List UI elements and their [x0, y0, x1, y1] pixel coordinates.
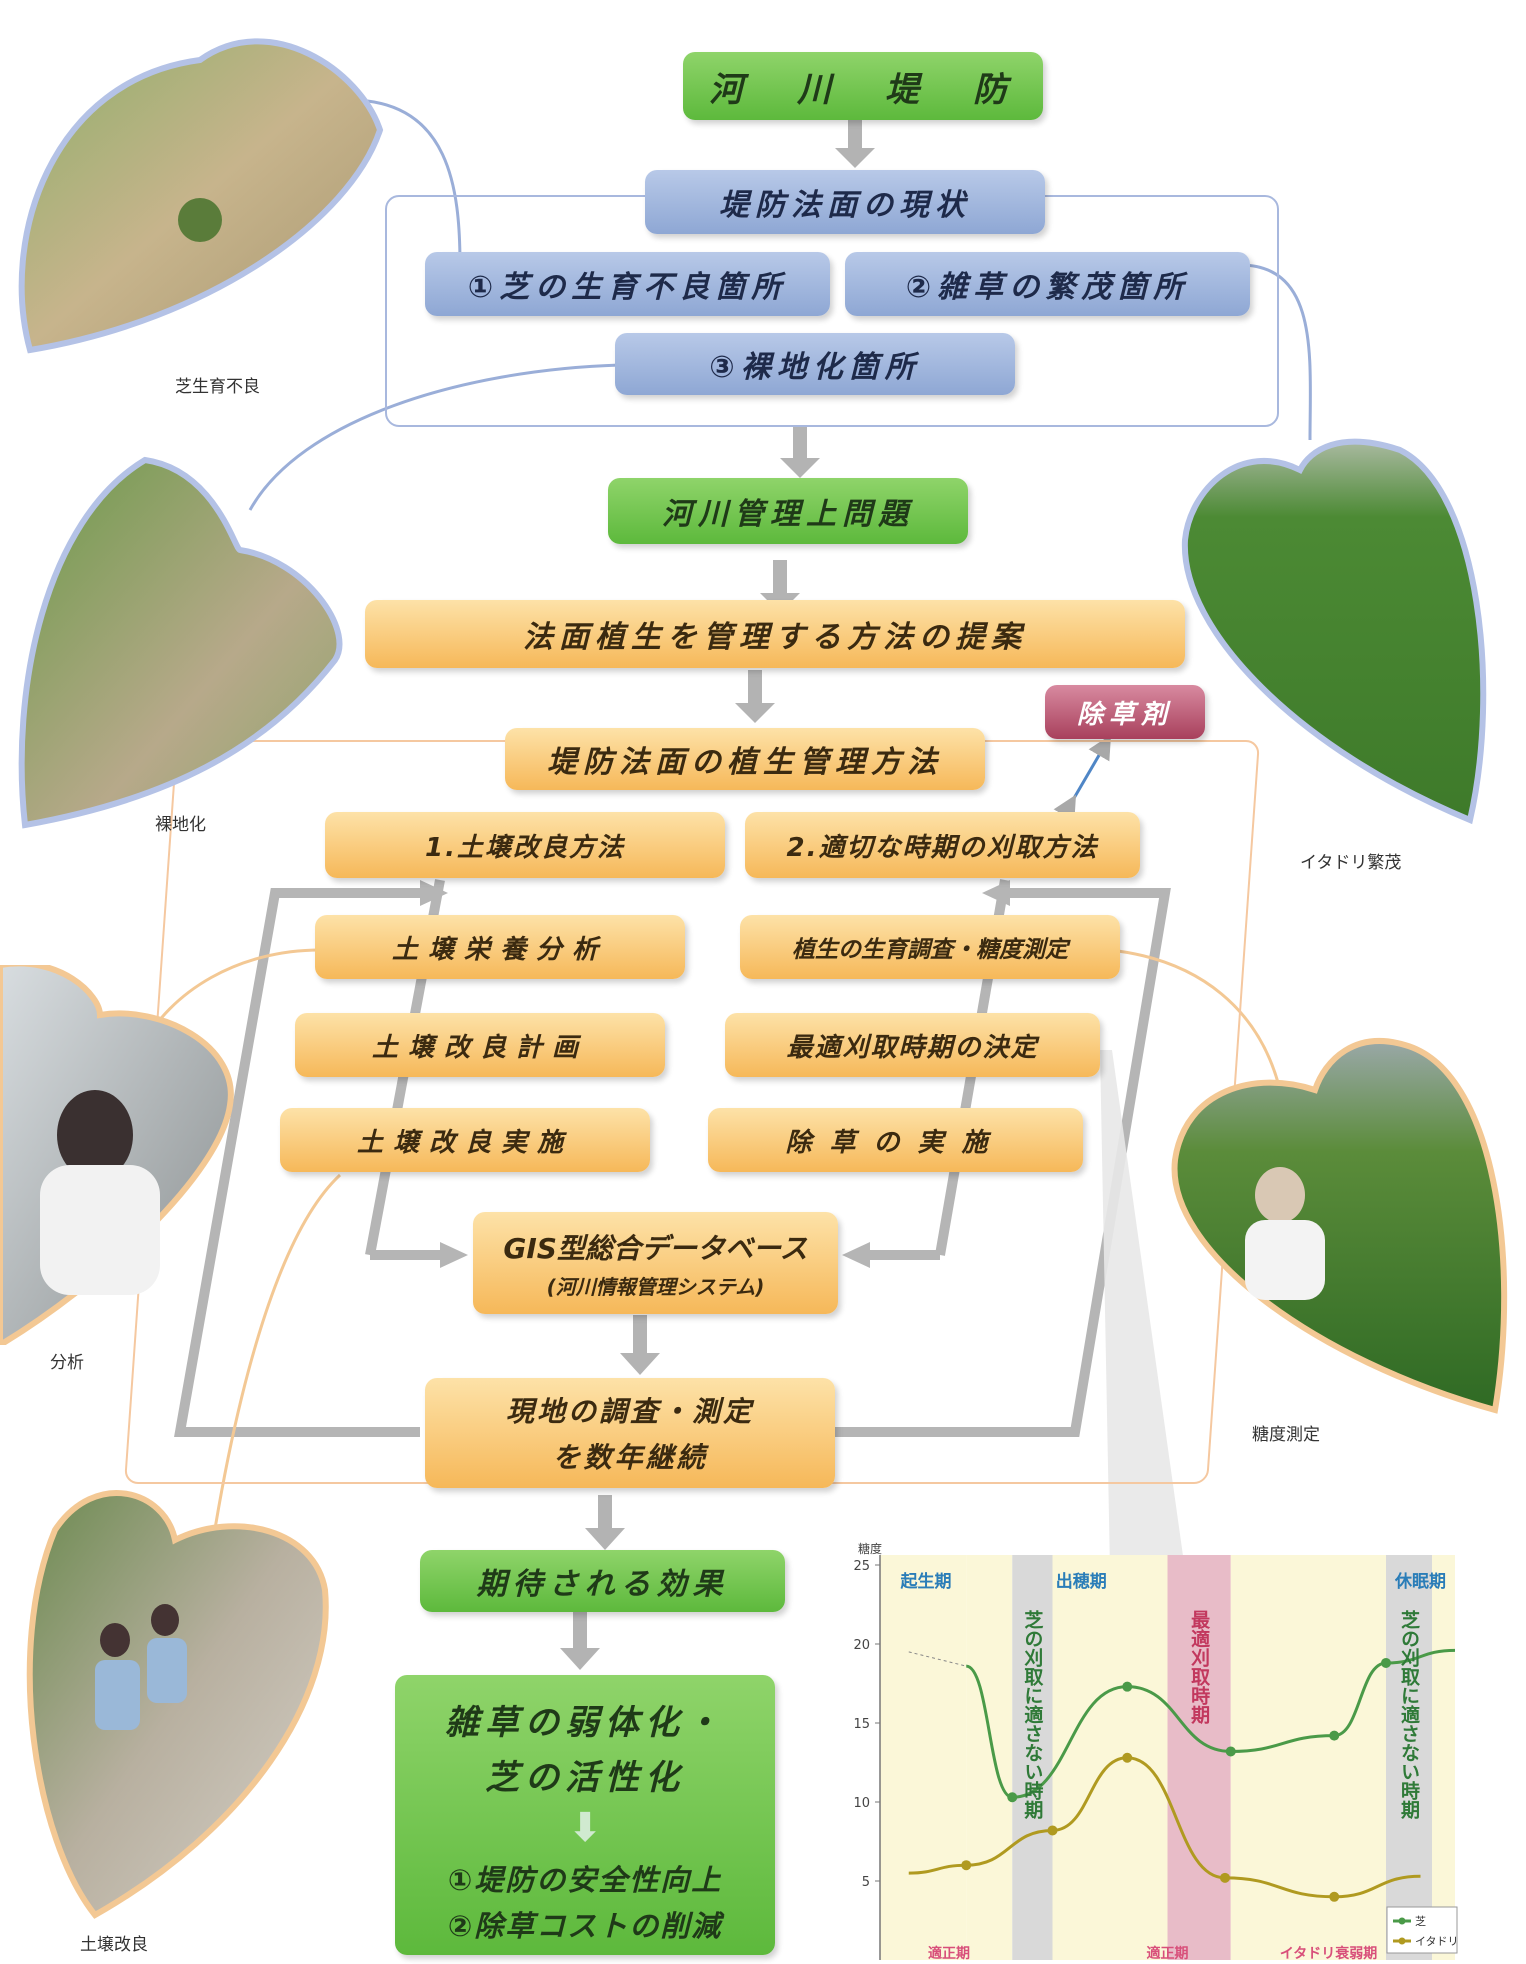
genchi-line2: を数年継続 [552, 1441, 708, 1474]
node-teian: 法面植生を管理する方法の提案 [365, 600, 1185, 668]
chart-period-label: 出穂期 [1056, 1571, 1107, 1592]
chart-period-label: 起生期 [900, 1571, 952, 1592]
effect-line2: 芝の活性化 [485, 1758, 685, 1798]
node-kanri-mondai: 河川管理上問題 [608, 478, 968, 544]
node-right-step-2: 最適刈取時期の決定 [725, 1013, 1100, 1077]
chart-guide [908, 1651, 967, 1667]
node-genchi: 現地の調査・測定 を数年継続 [425, 1378, 835, 1488]
chart-ytick-label: 25 [853, 1559, 870, 1574]
node-gis: GIS型総合データベース (河川情報管理システム) [473, 1212, 838, 1314]
chart-legend-label: 芝 [1415, 1915, 1426, 1928]
photo-toudo [1165, 1030, 1510, 1430]
chart-point [1220, 1872, 1230, 1883]
chart-ytick-label: 20 [853, 1638, 870, 1653]
photo-dojou [15, 1470, 335, 1930]
chart-band-6 [1386, 1555, 1432, 1960]
node-right-step-3: 除草の実施 [708, 1108, 1083, 1172]
caption-itadori: イタドリ繁茂 [1300, 853, 1402, 873]
result-2: ②除草コストの削減 [447, 1909, 723, 1943]
chart-point [1329, 1891, 1340, 1902]
chart-y-label: 糖度 [858, 1541, 882, 1556]
chart-point [1007, 1792, 1018, 1803]
node-method2: 2.適切な時期の刈取方法 [745, 812, 1140, 878]
chart-vertical-note: 最適刈取時期 [1188, 1610, 1210, 1725]
caption-toudo: 糖度測定 [1252, 1425, 1320, 1445]
chart-ytick-label: 5 [862, 1875, 870, 1890]
chart-point [1381, 1657, 1391, 1668]
caption-rachika: 裸地化 [155, 815, 206, 835]
node-kasen-teibou: 河 川 堤 防 [683, 52, 1043, 120]
node-item2: ②雑草の繁茂箇所 [845, 252, 1250, 316]
chart-legend-label: イタドリ [1415, 1935, 1459, 1948]
node-method1: 1.土壌改良方法 [325, 812, 725, 878]
genchi-line1: 現地の調査・測定 [505, 1395, 754, 1428]
caption-shiba-furyou: 芝生育不良 [175, 377, 260, 397]
caption-dojou: 土壌改良 [80, 1935, 148, 1955]
chart-band-5 [1230, 1555, 1386, 1960]
chart-point [1329, 1730, 1340, 1741]
badge-jozai: 除草剤 [1045, 685, 1205, 739]
chart-band-2 [1012, 1555, 1053, 1960]
effect-line1: 雑草の弱体化・ [445, 1703, 725, 1743]
photo-itadori [1180, 430, 1500, 830]
gis-subtitle: (河川情報管理システム) [546, 1274, 765, 1299]
photo-shiba-furyou [10, 20, 390, 380]
chart-point [1225, 1746, 1236, 1757]
chart-point [961, 1860, 972, 1871]
chart-band-0 [880, 1555, 967, 1960]
photo-rachika [15, 440, 365, 840]
chart-vertical-note: 芝の刈取に適さない時期 [1021, 1609, 1043, 1820]
chart-band-1 [966, 1555, 1013, 1960]
chart-ytick-label: 15 [853, 1717, 870, 1732]
node-left-step-3: 土壌改良実施 [280, 1108, 650, 1172]
chart-legend-marker [1398, 1937, 1406, 1945]
node-effect: 雑草の弱体化・ 芝の活性化 ⬇ ①堤防の安全性向上 ②除草コストの削減 [395, 1675, 775, 1955]
caption-bunseki: 分析 [50, 1353, 84, 1373]
chart-point [1122, 1681, 1133, 1692]
node-left-step-2: 土壌改良計画 [295, 1013, 665, 1077]
chart-bottom-label: 適正期 [1147, 1945, 1189, 1960]
chart-bottom-label: イタドリ衰弱期 [1280, 1945, 1377, 1960]
gis-title: GIS型総合データベース [503, 1231, 808, 1265]
result-1: ①堤防の安全性向上 [447, 1863, 723, 1897]
node-item3: ③裸地化箇所 [615, 333, 1015, 395]
node-genjou: 堤防法面の現状 [645, 170, 1045, 234]
chart-legend-marker [1398, 1917, 1406, 1925]
chart-vertical-note: 芝の刈取に適さない時期 [1398, 1609, 1420, 1820]
chart-period-label: 休眠期 [1394, 1571, 1446, 1592]
node-shokusei-kanri: 堤防法面の植生管理方法 [505, 728, 985, 790]
node-kitai: 期待される効果 [420, 1550, 785, 1612]
chart-legend-box [1386, 1906, 1458, 1954]
photo-bunseki [0, 965, 240, 1345]
chart-bottom-label: 適正期 [928, 1945, 970, 1960]
chart-point [1047, 1825, 1058, 1836]
node-item1: ①芝の生育不良箇所 [425, 252, 830, 316]
node-left-step-1: 土壌栄養分析 [315, 915, 685, 979]
chart-band-4 [1167, 1555, 1231, 1960]
chart-band-3 [1052, 1555, 1168, 1960]
chart-point [1122, 1752, 1133, 1763]
chart-band-7 [1432, 1555, 1455, 1960]
node-right-step-1: 植生の生育調査・糖度測定 [740, 915, 1120, 979]
chart-ytick-label: 10 [853, 1796, 870, 1811]
effect-arrow-icon: ⬇ [568, 1805, 602, 1851]
